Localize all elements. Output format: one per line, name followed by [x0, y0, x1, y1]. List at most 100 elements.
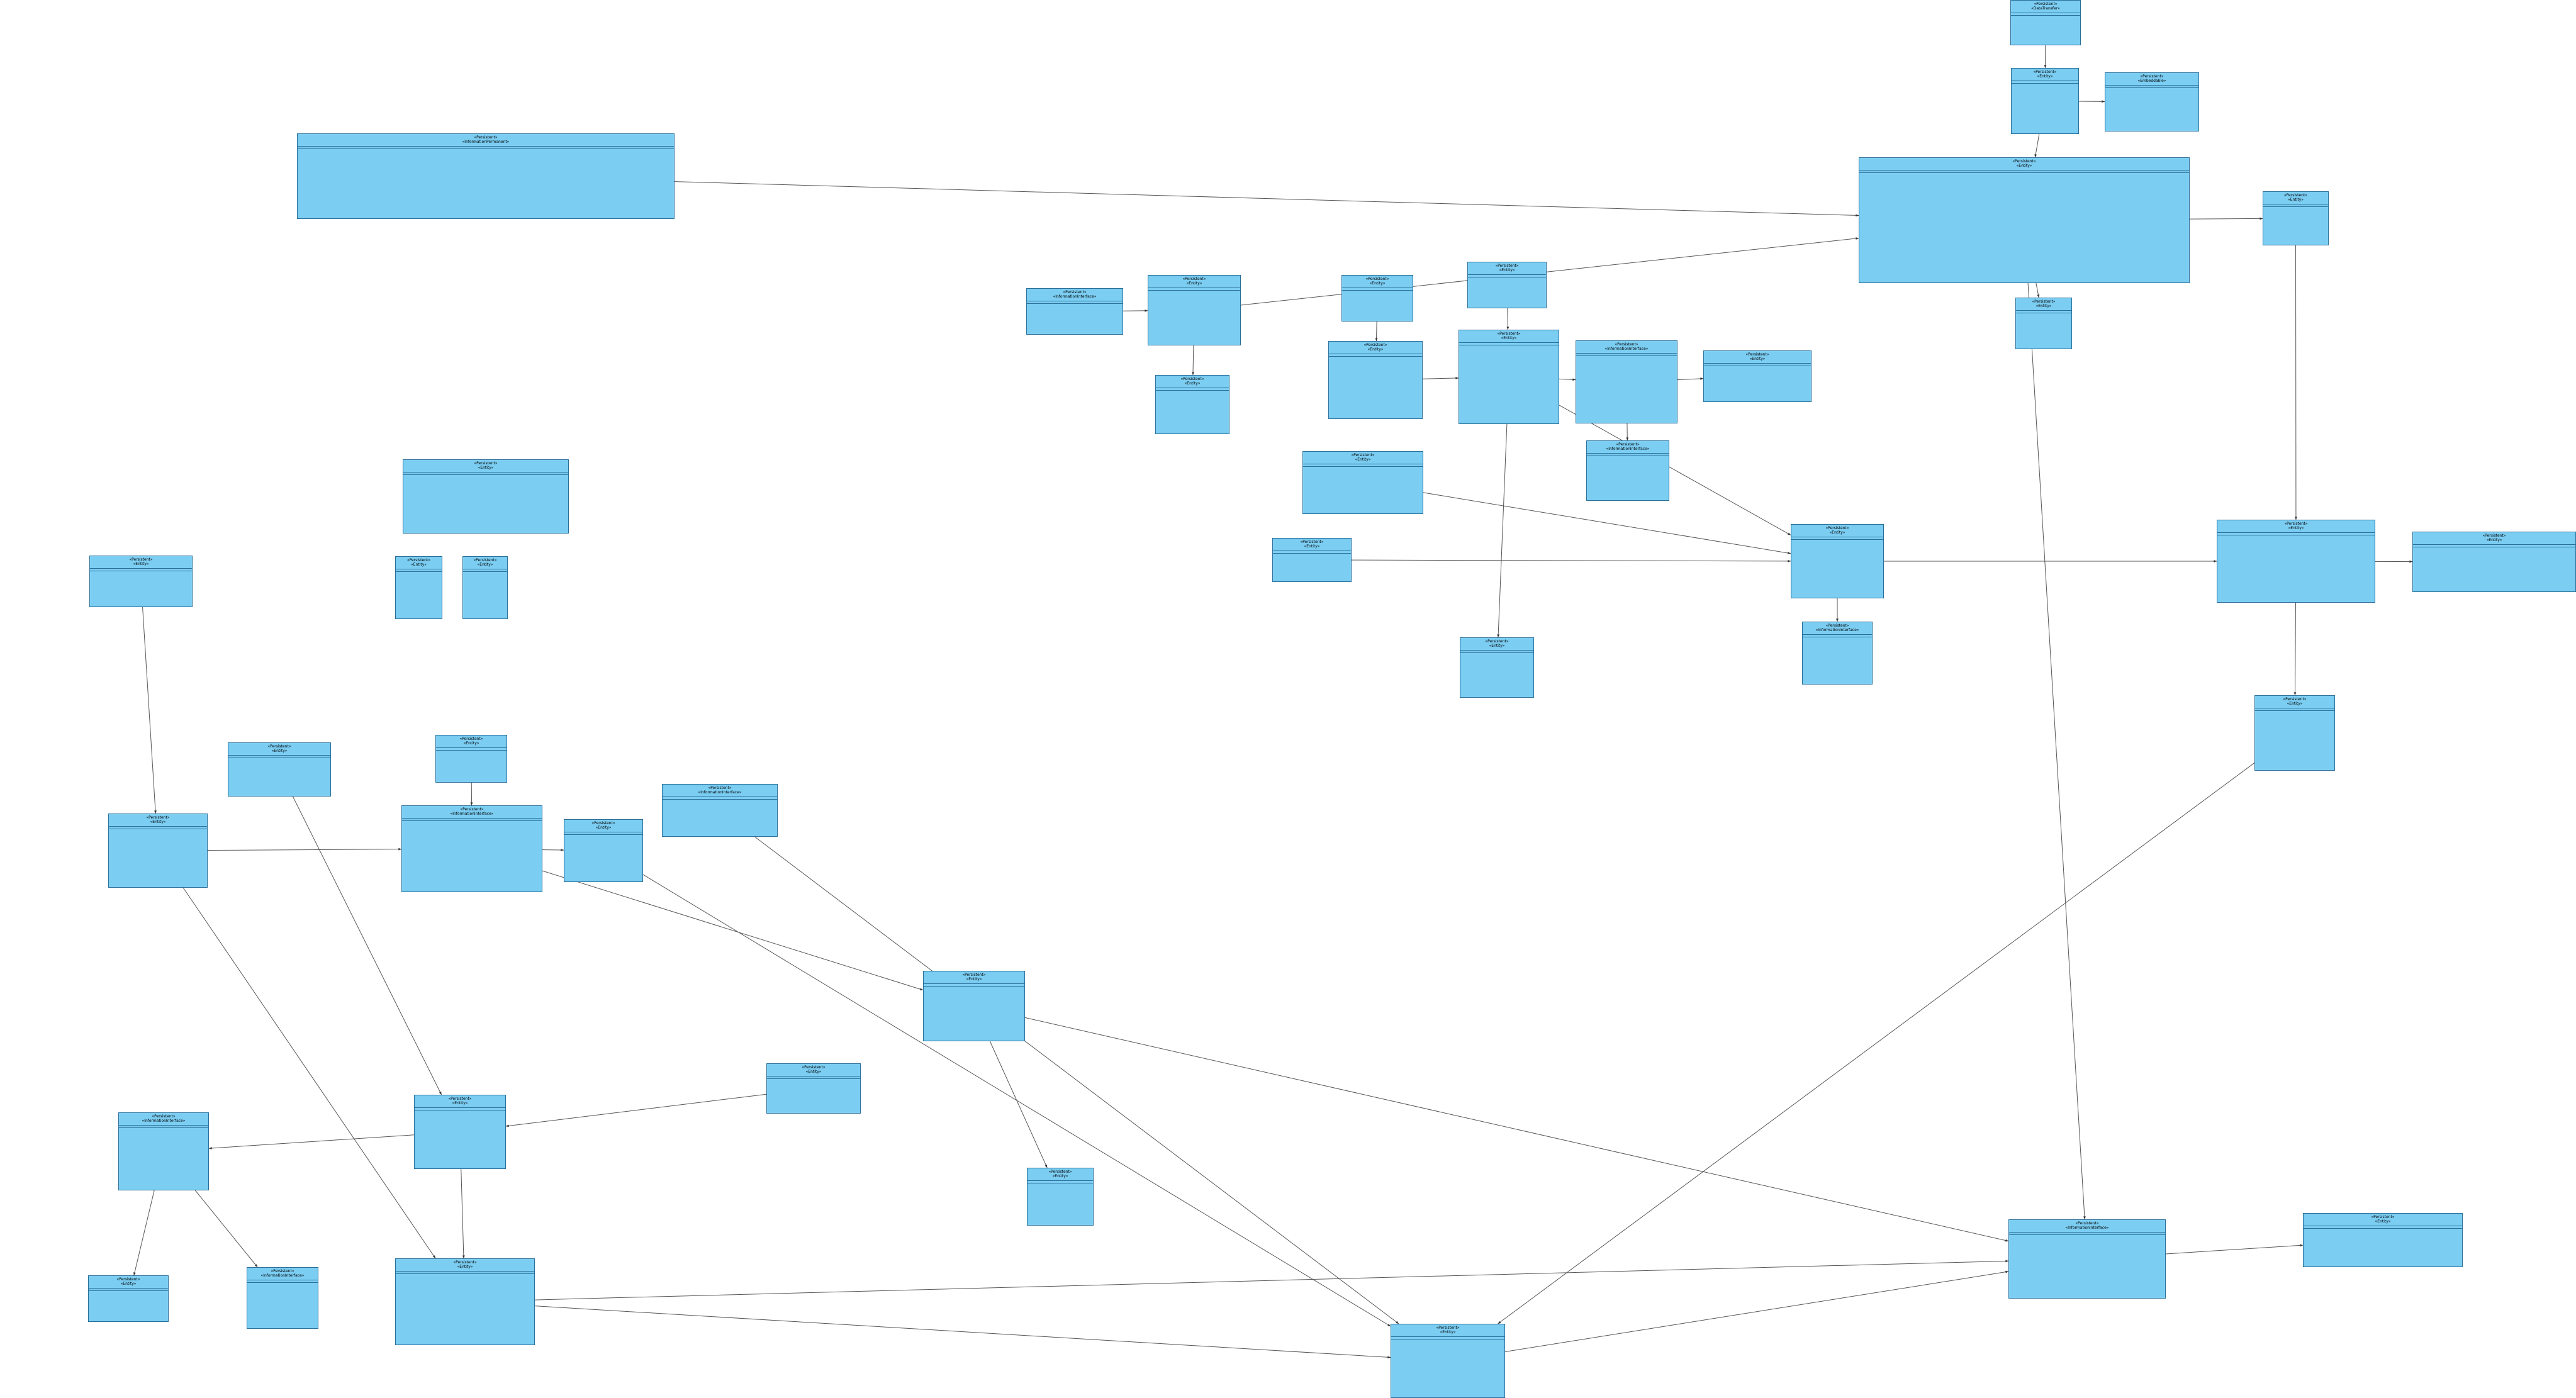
- class-box[interactable]: «Persistent»«Entity»: [395, 556, 442, 619]
- class-attributes: [924, 984, 1024, 987]
- class-box[interactable]: «Persistent»«Entity»: [395, 1258, 535, 1345]
- class-box[interactable]: «Persistent»«Entity»: [1859, 157, 2190, 283]
- class-box[interactable]: «Persistent»«Entity»: [1272, 538, 1352, 582]
- class-attributes: [1391, 1337, 1504, 1339]
- class-operations: [1273, 554, 1351, 556]
- class-box[interactable]: «Persistent»«Entity»: [1467, 262, 1547, 308]
- class-stereotype: «Persistent»: [2034, 2, 2058, 6]
- class-box[interactable]: «Persistent»«Entity»: [88, 1275, 169, 1322]
- class-stereotype: «Entity»: [478, 466, 494, 470]
- class-attributes: [2304, 1226, 2462, 1229]
- class-box[interactable]: «Persistent»«InformationInterface»: [247, 1267, 318, 1329]
- class-box[interactable]: «Persistent»«Entity»: [2015, 298, 2072, 349]
- class-box[interactable]: «Persistent»«InformationInterface»: [662, 784, 778, 837]
- class-attributes: [767, 1076, 860, 1079]
- class-box[interactable]: «Persistent»«Entity»: [435, 735, 507, 783]
- class-stereotype: «Entity»: [2288, 198, 2304, 202]
- class-attributes: [463, 569, 507, 572]
- class-box[interactable]: «Persistent»«Entity»: [403, 459, 569, 534]
- class-box[interactable]: «Persistent»«Entity»: [108, 814, 208, 888]
- class-box[interactable]: «Persistent»«Entity»: [1459, 330, 1559, 424]
- class-stereotype: «Entity»: [1355, 457, 1371, 462]
- class-operations: [2304, 1229, 2462, 1231]
- class-box[interactable]: «Persistent»«InformationInterface»: [401, 805, 542, 892]
- class-box[interactable]: «Persistent»«InformationInterface»: [1026, 288, 1123, 335]
- class-attributes: [1028, 1181, 1093, 1183]
- class-box[interactable]: «Persistent»«Entity»: [228, 742, 331, 797]
- class-header: «Persistent»«InformationInterface»: [1803, 622, 1872, 635]
- class-box[interactable]: «Persistent»«Entity»: [2303, 1213, 2463, 1267]
- class-box[interactable]: «Persistent»«DataTransfer»: [2010, 0, 2081, 45]
- class-operations: [1587, 456, 1669, 458]
- class-stereotype: «Persistent»: [1180, 377, 1204, 381]
- class-header: «Persistent»«InformationInterface»: [663, 785, 777, 797]
- class-stereotype: «Persistent»: [962, 973, 986, 977]
- class-box[interactable]: «Persistent»«Entity»: [564, 819, 643, 882]
- class-header: «Persistent»«Entity»: [1791, 525, 1883, 537]
- association-line: [1504, 1271, 2009, 1352]
- class-box[interactable]: «Persistent»«Entity»: [1328, 341, 1423, 419]
- class-stereotype: «Entity»: [120, 1282, 137, 1286]
- class-stereotype: «Entity»: [2287, 702, 2303, 706]
- class-attributes: [89, 1289, 168, 1291]
- class-header: «Persistent»«Entity»: [1273, 539, 1351, 551]
- class-box[interactable]: «Persistent»«Entity»: [462, 556, 508, 619]
- class-header: «Persistent»«Entity»: [1704, 351, 1811, 364]
- association-line: [1423, 492, 1791, 554]
- class-operations: [119, 1128, 208, 1130]
- association-line: [642, 874, 1391, 1327]
- class-box[interactable]: «Persistent»«Entity»: [2254, 695, 2335, 771]
- association-arrowhead: [1044, 1165, 1048, 1168]
- class-box[interactable]: «Persistent»«InformationPermanent»: [297, 133, 675, 219]
- class-operations: [1027, 304, 1123, 306]
- class-box[interactable]: «Persistent»«Entity»: [1155, 375, 1229, 434]
- class-box[interactable]: «Persistent»«Entity»: [2412, 532, 2576, 592]
- association-line: [1422, 377, 1459, 379]
- class-box[interactable]: «Persistent»«Entity»: [923, 971, 1025, 1041]
- association-line: [292, 796, 442, 1095]
- class-box[interactable]: «Persistent»«Entity»: [1703, 350, 1812, 402]
- class-header: «Persistent»«Entity»: [1303, 452, 1423, 464]
- class-box[interactable]: «Persistent»«Entity»: [1027, 1168, 1094, 1226]
- class-box[interactable]: «Persistent»«Entity»: [2011, 68, 2079, 134]
- class-box[interactable]: «Persistent»«InformationInterface»: [1802, 622, 1873, 685]
- class-operations: [396, 1274, 534, 1276]
- association-line: [208, 1134, 415, 1149]
- class-box[interactable]: «Persistent»«Entity»: [1460, 637, 1534, 698]
- class-box[interactable]: «Persistent»«Entity»: [1302, 451, 1423, 514]
- class-box[interactable]: «Persistent»«InformationInterface»: [1576, 340, 1677, 423]
- class-box[interactable]: «Persistent»«Entity»: [414, 1095, 506, 1169]
- class-stereotype: «Entity»: [805, 1070, 822, 1074]
- class-operations: [403, 475, 568, 477]
- class-box[interactable]: «Persistent»«Embeddable»: [2105, 72, 2199, 131]
- class-stereotype: «Entity»: [1489, 644, 1505, 648]
- class-box[interactable]: «Persistent»«Entity»: [2217, 520, 2375, 603]
- class-box[interactable]: «Persistent»«Entity»: [1148, 275, 1241, 345]
- association-line: [1677, 378, 1704, 380]
- association-arrowhead: [1375, 338, 1378, 341]
- class-stereotype: «Persistent»: [2283, 697, 2307, 702]
- class-stereotype: «Persistent»: [453, 1260, 477, 1265]
- class-header: «Persistent»«InformationPermanent»: [298, 134, 674, 147]
- association-line: [674, 181, 1859, 216]
- class-box[interactable]: «Persistent»«InformationInterface»: [1586, 440, 1669, 501]
- class-attributes: [1303, 464, 1423, 467]
- class-operations: [247, 1283, 318, 1285]
- association-arrowhead: [920, 988, 923, 991]
- class-attributes: [1460, 651, 1533, 653]
- association-line: [194, 1190, 258, 1268]
- class-box[interactable]: «Persistent»«Entity»: [1391, 1324, 1505, 1398]
- association-arrowhead: [209, 1147, 212, 1149]
- class-operations: [1148, 291, 1240, 293]
- class-stereotype: «Entity»: [1499, 268, 1515, 272]
- class-box[interactable]: «Persistent»«Entity»: [766, 1063, 861, 1114]
- class-box[interactable]: «Persistent»«Entity»: [1791, 524, 1884, 598]
- class-box[interactable]: «Persistent»«Entity»: [2263, 191, 2329, 245]
- class-box[interactable]: «Persistent»«InformationInterface»: [2008, 1219, 2166, 1299]
- association-line: [989, 1041, 1048, 1168]
- class-box[interactable]: «Persistent»«Entity»: [1341, 275, 1413, 322]
- class-box[interactable]: «Persistent»«Entity»: [89, 556, 193, 607]
- association-arrowhead: [1506, 327, 1509, 330]
- class-box[interactable]: «Persistent»«InformationInterface»: [118, 1112, 209, 1190]
- class-header: «Persistent»«InformationInterface»: [2009, 1220, 2165, 1233]
